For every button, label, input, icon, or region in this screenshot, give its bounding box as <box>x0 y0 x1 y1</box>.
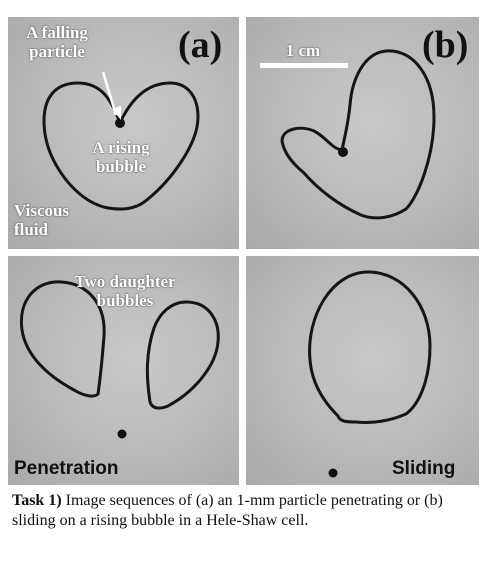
pointer-arrow <box>101 71 118 116</box>
daughter-bubbles-figure <box>19 280 220 439</box>
pointer-arrowhead <box>112 106 121 120</box>
particle-dot <box>117 429 127 439</box>
heart-bubble-figure <box>42 71 200 211</box>
panel-b-image: 1 cm (b) <box>246 17 479 249</box>
figure-caption: Task 1) Image sequences of (a) an 1-mm p… <box>12 491 482 531</box>
caption-lead: Task 1) <box>12 492 62 509</box>
deformed-bubble-outline <box>280 49 436 220</box>
sliding-bubble-figure <box>308 270 432 478</box>
deformed-bubble-figure <box>260 49 436 220</box>
heart-bubble-outline <box>42 81 200 211</box>
daughter-bubble-left-outline <box>19 280 106 398</box>
scale-bar <box>260 63 348 68</box>
particle-dot <box>328 468 338 478</box>
panel-letter-b: (b) <box>422 24 469 66</box>
penetration-label: Penetration <box>14 458 119 479</box>
rising-bubble-label: A rising bubble <box>92 138 150 176</box>
sliding-bubble-outline <box>308 270 432 424</box>
scale-bar-label: 1 cm <box>285 41 321 60</box>
caption-text: Image sequences of (a) an 1-mm particle … <box>12 492 443 529</box>
panel-penetration-image: Two daughter bubbles Penetration <box>8 256 239 485</box>
panel-a-image: A falling particle A rising bubble Visco… <box>8 17 239 249</box>
viscous-fluid-label: Viscous fluid <box>14 201 70 239</box>
panel-sliding-image: Sliding <box>246 256 479 485</box>
panel-letter-a: (a) <box>178 24 223 66</box>
daughter-bubbles-label: Two daughter bubbles <box>74 272 176 310</box>
sliding-label: Sliding <box>392 458 456 479</box>
particle-dot <box>115 118 125 128</box>
falling-particle-label: A falling particle <box>26 23 88 61</box>
particle-dot <box>338 147 348 157</box>
daughter-bubble-right-outline <box>145 300 220 410</box>
